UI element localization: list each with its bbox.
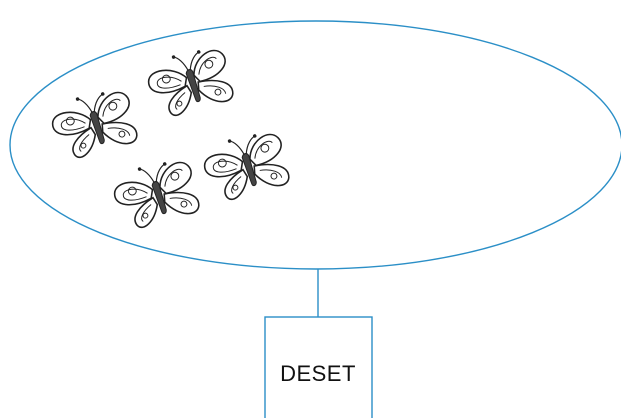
butterfly-icon	[197, 123, 295, 207]
label-box	[264, 316, 373, 418]
butterfly-icon	[107, 151, 205, 235]
butterfly-icon	[45, 81, 143, 165]
butterfly-icon	[141, 39, 239, 123]
set-items	[45, 39, 295, 235]
set-ellipse	[9, 20, 621, 270]
label-box-text: DESET	[280, 361, 356, 386]
